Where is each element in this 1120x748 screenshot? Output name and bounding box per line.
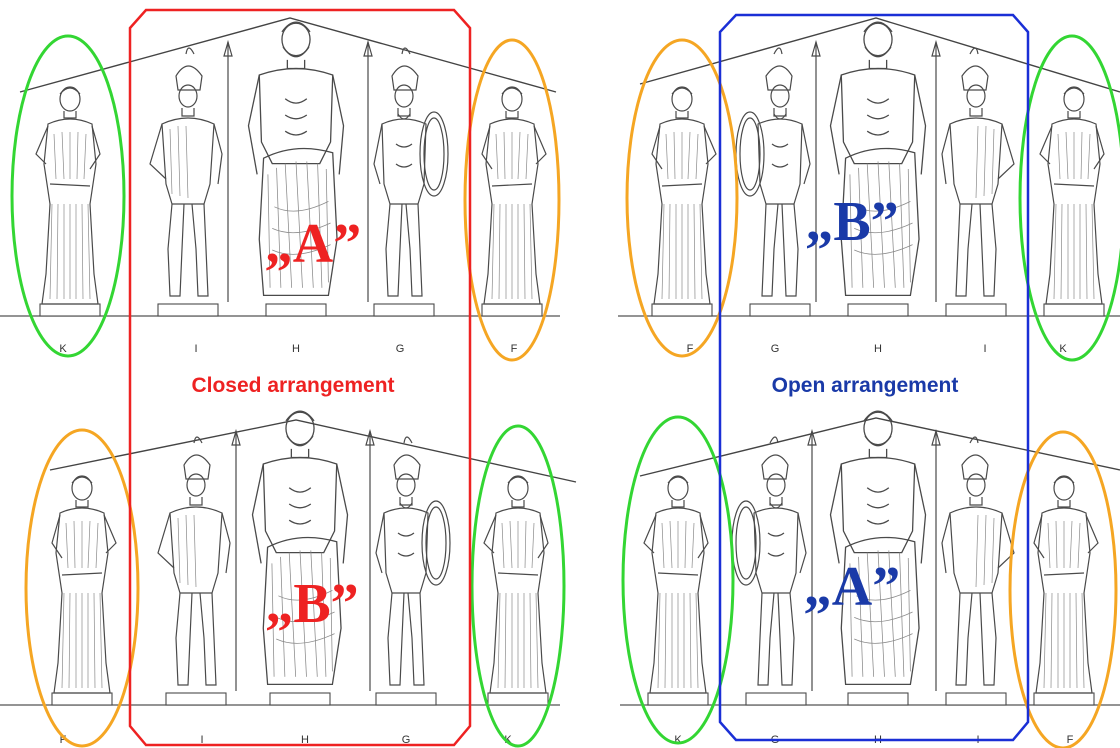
figure-letter: K (1059, 343, 1067, 355)
statue-base (376, 693, 436, 705)
figure-letter: I (194, 343, 197, 355)
statue-figure (932, 431, 1014, 691)
statue-base (166, 693, 226, 705)
statue-figure (830, 22, 925, 295)
statue-figure (252, 411, 347, 684)
statue-figure (652, 87, 716, 304)
statue-figure (1034, 476, 1098, 693)
figure-letter: F (511, 343, 518, 355)
statue-figure (482, 87, 546, 304)
statue-figure (52, 476, 116, 693)
closed-arrangement-title: Closed arrangement (191, 374, 394, 397)
statue-base (488, 693, 548, 705)
statue-base (52, 693, 112, 705)
statue-figure (366, 431, 450, 691)
figure-letter: H (874, 343, 882, 355)
statue-figure (644, 476, 708, 693)
statue-base (40, 304, 100, 316)
statue-figure (364, 42, 448, 302)
statue-figure (150, 42, 232, 302)
pediment-bottom-left (0, 411, 576, 705)
statue-figure (736, 42, 820, 302)
statue-base (946, 693, 1006, 705)
figure-letter: H (292, 343, 300, 355)
statue-figure (1040, 87, 1104, 304)
statue-figure (36, 87, 100, 304)
statue-base (746, 693, 806, 705)
statue-base (158, 304, 218, 316)
figure-letter: G (771, 343, 780, 355)
statue-base (270, 693, 330, 705)
figure-letter: G (396, 343, 405, 355)
open-arrangement-title: Open arrangement (772, 374, 959, 397)
group-label-b: „B” (805, 191, 898, 253)
statue-base (482, 304, 542, 316)
statue-base (648, 693, 708, 705)
pediment-roof-line (640, 418, 1120, 476)
statue-base (652, 304, 712, 316)
statue-base (266, 304, 326, 316)
group-label-a: „A” (265, 213, 361, 275)
statue-base (848, 304, 908, 316)
figure-letter: I (983, 343, 986, 355)
statue-base (946, 304, 1006, 316)
group-label-b: „B” (265, 573, 358, 635)
statue-figure (932, 42, 1014, 302)
pediment-roof-line (20, 18, 556, 92)
statue-base (1034, 693, 1094, 705)
statue-base (1044, 304, 1104, 316)
statue-figure (158, 431, 240, 691)
statue-base (750, 304, 810, 316)
statue-base (374, 304, 434, 316)
group-label-a: „A” (804, 556, 900, 618)
statue-base (848, 693, 908, 705)
statue-figure (484, 476, 548, 693)
statue-figure (830, 411, 925, 684)
